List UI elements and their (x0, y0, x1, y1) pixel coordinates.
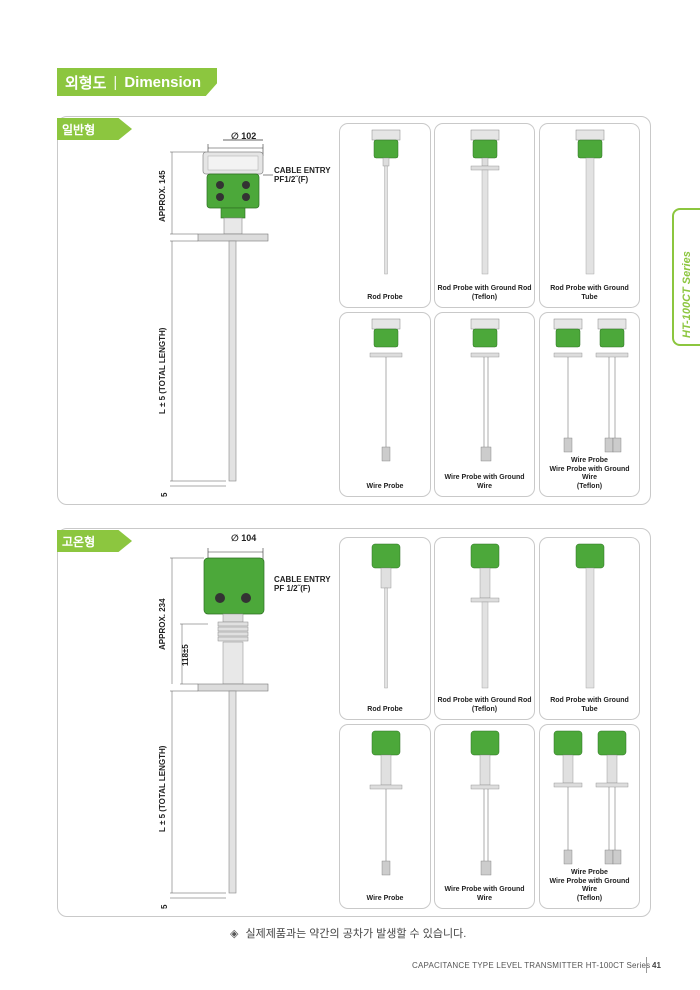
high-temp-approx-height: APPROX. 234 (158, 598, 167, 650)
probe-caption: Rod Probe with Ground Rod (Teflon) (437, 697, 532, 713)
probe-card-wire-ground-wire: Wire Probe with Ground Wire (434, 312, 535, 497)
high-temp-neck-length: 118±5 (181, 644, 190, 666)
probe-caption: Wire Probe (366, 894, 404, 902)
high-temp-cable-entry-label: CABLE ENTRY (274, 575, 331, 584)
wire-variants-probe-illustration (553, 318, 629, 453)
probe-card-wire: Wire Probe (339, 312, 431, 497)
high-temp-dimension-drawing (170, 548, 269, 899)
ht-rod-ground-tube-probe-illustration (575, 543, 605, 689)
section-title-banner: 외형도 | Dimension (57, 68, 217, 96)
probe-caption: Rod Probe with Ground Tube (550, 697, 629, 713)
high-temp-diameter: ∅ 104 (231, 533, 257, 543)
probe-caption: Wire Probe Wire Probe with Ground Wire (… (549, 457, 630, 490)
high-temp-cable-entry-spec: PF 1/2˝(F) (274, 583, 311, 593)
title-separator: | (113, 73, 118, 91)
standard-dimension-drawing (170, 139, 273, 487)
standard-approx-height: APPROX. 145 (158, 170, 167, 222)
series-side-tab: HT-100CT Series (672, 208, 700, 346)
ht-probe-card-rod-ground-tube: Rod Probe with Ground Tube (539, 537, 640, 720)
high-temp-type-tag: 고온형 (57, 530, 132, 552)
probe-caption: Wire Probe with Ground Wire (444, 474, 525, 490)
probe-caption: Wire Probe Wire Probe with Ground Wire (… (549, 869, 630, 902)
probe-caption: Rod Probe (367, 705, 403, 713)
standard-diameter: ∅ 102 (231, 131, 257, 141)
wire-ground-wire-probe-illustration (470, 318, 500, 462)
probe-caption: Wire Probe (366, 482, 404, 490)
probe-card-rod: Rod Probe (339, 123, 431, 308)
wire-probe-illustration (369, 318, 403, 462)
footer-text: CAPACITANCE TYPE LEVEL TRANSMITTER HT-10… (412, 961, 651, 970)
page-number: 41 (652, 961, 661, 970)
ht-probe-card-wire-ground-wire: Wire Probe with Ground Wire (434, 724, 535, 909)
high-temp-bottom-gap: 5 (160, 904, 169, 909)
tolerance-note-text: 실제제품과는 약간의 공차가 발생할 수 있습니다. (245, 928, 467, 940)
tolerance-note: ◈ 실제제품과는 약간의 공차가 발생할 수 있습니다. (230, 925, 466, 941)
footer-divider (646, 957, 647, 973)
high-temp-total-length: L ± 5 (TOTAL LENGTH) (158, 745, 167, 832)
probe-caption: Wire Probe with Ground Wire (444, 886, 525, 902)
rod-probe-illustration (371, 129, 401, 275)
ht-wire-probe-illustration (369, 730, 403, 876)
probe-caption: Rod Probe with Ground Tube (550, 285, 629, 301)
standard-cable-entry: CABLE ENTRY PF1/2˝(F) (274, 166, 331, 185)
rod-ground-rod-probe-illustration (470, 129, 500, 275)
title-ko: 외형도 (65, 74, 107, 92)
probe-card-rod-ground-rod: Rod Probe with Ground Rod (Teflon) (434, 123, 535, 308)
series-side-tab-label: HT-100CT Series (681, 251, 693, 338)
ht-probe-card-wire-variants: Wire Probe Wire Probe with Ground Wire (… (539, 724, 640, 909)
probe-card-wire-variants: Wire Probe Wire Probe with Ground Wire (… (539, 312, 640, 497)
ht-probe-card-rod-ground-rod: Rod Probe with Ground Rod (Teflon) (434, 537, 535, 720)
standard-bottom-gap: 5 (160, 492, 169, 497)
rod-ground-tube-probe-illustration (575, 129, 605, 275)
standard-total-length: L ± 5 (TOTAL LENGTH) (158, 327, 167, 414)
standard-cable-entry-label: CABLE ENTRY (274, 166, 331, 175)
high-temp-cable-entry: CABLE ENTRY PF 1/2˝(F) (274, 575, 331, 594)
standard-cable-entry-spec: PF1/2˝(F) (274, 174, 309, 184)
ht-probe-card-rod: Rod Probe (339, 537, 431, 720)
probe-caption: Rod Probe (367, 293, 403, 301)
ht-rod-ground-rod-probe-illustration (470, 543, 500, 689)
ht-probe-card-wire: Wire Probe (339, 724, 431, 909)
title-en: Dimension (124, 73, 201, 91)
ht-wire-variants-probe-illustration (553, 730, 629, 865)
diamond-bullet-icon: ◈ (230, 928, 239, 940)
standard-type-tag: 일반형 (57, 118, 132, 140)
probe-card-rod-ground-tube: Rod Probe with Ground Tube (539, 123, 640, 308)
ht-rod-probe-illustration (371, 543, 401, 689)
ht-wire-ground-wire-probe-illustration (470, 730, 500, 876)
probe-caption: Rod Probe with Ground Rod (Teflon) (437, 285, 532, 301)
